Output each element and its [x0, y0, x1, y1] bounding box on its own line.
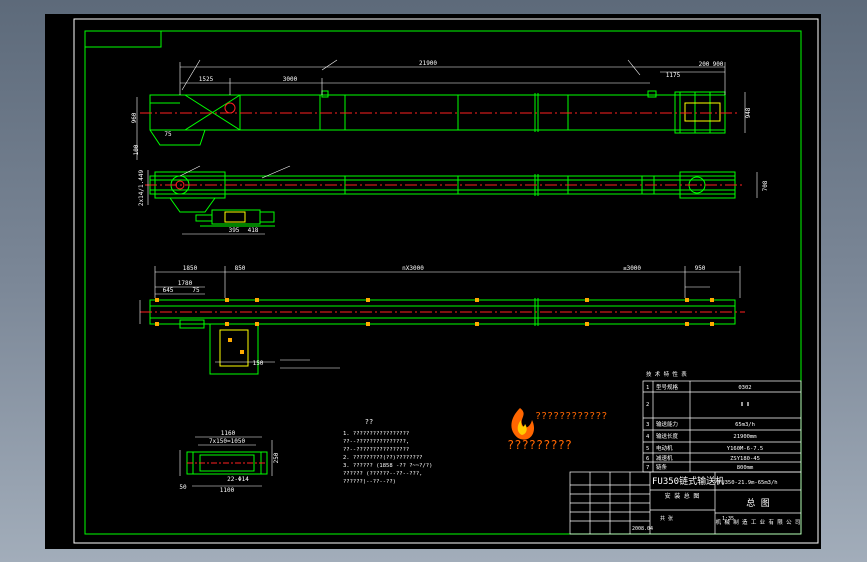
table-row-number: 3	[646, 422, 649, 428]
title-sheet: 共 张	[660, 515, 673, 522]
note-line: 2. ?????????(??)????????	[343, 455, 422, 461]
dim-1780: 1780	[178, 280, 193, 287]
table-row-value: Ⅱ Ⅱ	[741, 402, 750, 408]
note-line: ??--???????????????,	[343, 439, 409, 445]
dim-100: 100	[133, 144, 140, 155]
note-line: 1. ?????????????????	[343, 431, 409, 437]
side-view	[149, 171, 736, 227]
table-row-value: 21900mm	[733, 434, 757, 440]
title-scale: 1:35	[722, 516, 734, 522]
dim-overall-length: 21900	[419, 60, 437, 67]
table-rows: 1 型号规格 0302 2 Ⅱ Ⅱ 3 输送能力 65m3/h 4 输送长度 21900mm 5 电动机…	[646, 383, 763, 471]
title-spec: FU350-21.9m-65m3/h	[718, 480, 778, 486]
plan-drive-shaft	[224, 102, 236, 114]
notes-title: ??	[365, 418, 373, 426]
table-row-number: 6	[646, 456, 649, 462]
table-row-number: 2	[646, 402, 649, 408]
watermark-line2: ?????????	[507, 438, 572, 452]
table-row-value: ZSY180-45	[730, 456, 760, 462]
dim-height-right: 948	[745, 107, 752, 118]
dim-1160: 1160	[221, 430, 236, 437]
text-layer: 21900 1525 3000 200 900 1175 960 948 100…	[131, 60, 800, 532]
dim-holes: 22-Φ14	[227, 476, 249, 483]
note-line: ?????? (??????--??--???,	[343, 471, 422, 477]
dim-nx3000: nX3000	[402, 265, 424, 272]
title-company: 机 械 制 造 工 业 有 限 公 司	[716, 518, 801, 526]
table-header: 技 术 特 性 表	[646, 370, 687, 378]
section-view	[186, 451, 268, 475]
table-row-number: 1	[646, 385, 649, 391]
dim-250: 250	[273, 452, 280, 463]
table-row-label: 输送能力	[656, 420, 678, 428]
table-row-label: 输送长度	[656, 432, 679, 440]
watermark-logo	[511, 408, 535, 440]
dim-708: 708	[762, 180, 769, 191]
inner-frame	[84, 30, 802, 535]
bottom-view	[149, 298, 736, 375]
dim-150: 150	[253, 360, 264, 367]
dim-395: 395	[229, 227, 240, 234]
dim-pitch: 7x150=1050	[209, 438, 246, 445]
watermark-line1: ????????????	[535, 411, 607, 422]
flame-icon	[511, 408, 535, 440]
dim-950: 950	[695, 265, 706, 272]
dim-900: 900	[713, 61, 724, 68]
side-dimensions	[147, 165, 758, 235]
table-row-label: 电动机	[656, 444, 673, 452]
dim-418: 418	[248, 227, 259, 234]
table-row-number: 7	[646, 465, 649, 471]
bottom-bolt-holes	[155, 298, 714, 354]
drive-reducer	[259, 211, 275, 223]
dim-850: 850	[235, 265, 246, 272]
title-subtitle: 安 装 总 图	[665, 492, 700, 500]
bottom-dimensions	[139, 266, 741, 369]
dim-bottom-75: 75	[192, 287, 200, 294]
dim-50: 50	[179, 484, 187, 491]
outer-frame	[73, 18, 819, 544]
title-block-grid	[569, 471, 802, 535]
dim-side-left: 2x14/1.449	[138, 170, 145, 207]
dim-1850: 1850	[183, 265, 198, 272]
notes-lines: 1. ????????????????? ??--???????????????…	[343, 431, 432, 485]
note-line: 3. ?????? (1858 -?? ?~~?/?)	[343, 463, 432, 469]
dim-200: 200	[699, 61, 710, 68]
dim-1100: 1100	[220, 487, 235, 494]
table-row-value: 800mm	[737, 465, 754, 471]
table-row-number: 4	[646, 434, 650, 440]
corner-stamp-box	[84, 30, 162, 48]
dim-1175: 1175	[666, 72, 681, 79]
dim-le3000: ≤3000	[623, 265, 641, 272]
dim-75: 75	[164, 131, 172, 138]
dim-645: 645	[163, 287, 174, 294]
dim-3000: 3000	[283, 76, 298, 83]
dim-1525: 1525	[199, 76, 214, 83]
table-row-label: 型号规格	[656, 383, 679, 391]
plan-dimensions	[136, 59, 746, 160]
dim-height-left: 960	[131, 112, 138, 123]
plan-view	[149, 90, 726, 146]
title-drawing-name: 总 图	[746, 497, 769, 509]
title-date: 2008.04	[632, 526, 653, 532]
note-line: ??????)--??--??)	[343, 479, 396, 485]
note-line: ??--????????????????	[343, 447, 409, 453]
table-row-label: 减速机	[656, 454, 673, 462]
table-row-value: Y160M-6-7.5	[727, 446, 763, 452]
table-row-value: 65m3/h	[735, 422, 755, 428]
title-product: FU350链式输送机	[652, 475, 724, 487]
table-row-value: 0302	[738, 385, 751, 391]
section-dimensions	[179, 436, 273, 487]
table-row-number: 5	[646, 446, 649, 452]
table-row-label: 链条	[656, 463, 668, 471]
